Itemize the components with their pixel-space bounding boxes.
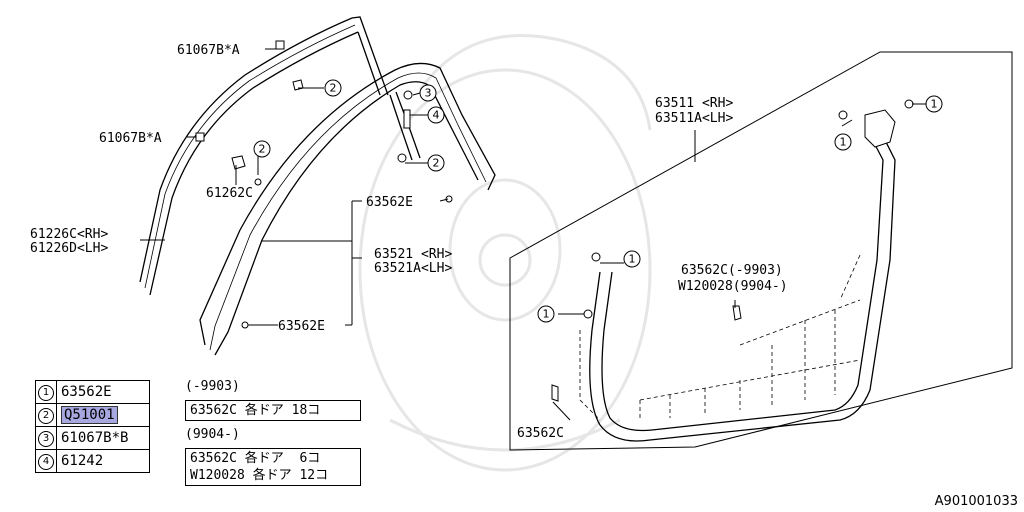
label-61262c: 61262C bbox=[206, 186, 253, 201]
callout-1-a: 1 bbox=[834, 133, 852, 151]
callout-4: 4 bbox=[427, 106, 445, 124]
legend-code: 63562E bbox=[61, 384, 112, 400]
label-61226d: 61226D<LH> bbox=[30, 241, 108, 256]
callout-1-d: 1 bbox=[537, 305, 555, 323]
svg-text:2: 2 bbox=[433, 157, 440, 170]
label-63562c-right: 63562C(-9903) bbox=[681, 263, 783, 278]
leader-lines bbox=[140, 48, 926, 421]
legend-num: 3 bbox=[38, 431, 54, 447]
qty-amount: 各ドア 12コ bbox=[252, 468, 329, 483]
label-63511a: 63511A<LH> bbox=[655, 111, 733, 126]
svg-text:2: 2 bbox=[330, 82, 337, 95]
legend-num: 2 bbox=[38, 408, 54, 424]
label-63562c-bottom: 63562C bbox=[517, 426, 564, 441]
qty-amount: 各ドア 18コ bbox=[244, 403, 321, 418]
svg-text:3: 3 bbox=[425, 87, 432, 100]
door-weatherstrip-63511 bbox=[551, 99, 914, 442]
legend-num: 4 bbox=[38, 454, 54, 470]
label-63562e-bottom: 63562E bbox=[278, 319, 325, 334]
svg-text:1: 1 bbox=[840, 136, 847, 149]
door-frame-weatherstrip-63521 bbox=[199, 62, 496, 356]
legend-row: 4 61242 bbox=[35, 449, 150, 473]
qty-part: 63562C bbox=[190, 451, 237, 466]
door-outline-box bbox=[509, 51, 1013, 451]
callout-1-c: 1 bbox=[623, 250, 641, 268]
watermark-emblem bbox=[358, 34, 652, 472]
svg-text:2: 2 bbox=[259, 143, 266, 156]
svg-text:4: 4 bbox=[433, 109, 440, 122]
label-61067b-a-mid: 61067B*A bbox=[99, 131, 162, 146]
label-61067b-a-top: 61067B*A bbox=[177, 43, 240, 58]
svg-text:1: 1 bbox=[543, 308, 550, 321]
qty-box-9904: 63562C 各ドア 6コ W120028 各ドア 12コ bbox=[185, 448, 361, 486]
svg-text:1: 1 bbox=[931, 98, 938, 111]
label-w120028: W120028(9904-) bbox=[678, 279, 788, 294]
qty-amount: 各ドア 6コ bbox=[244, 451, 321, 466]
qty-box-9903: 63562C 各ドア 18コ bbox=[185, 400, 361, 421]
parts-legend-table: 1 63562E 2 Q51001 3 61067B*B 4 61242 bbox=[35, 380, 150, 473]
legend-code: 61067B*B bbox=[61, 430, 129, 446]
callout-1-b: 1 bbox=[925, 95, 943, 113]
qty-heading-9904: (9904-) bbox=[185, 427, 240, 442]
label-63521: 63521 <RH> bbox=[374, 247, 452, 262]
callout-3: 3 bbox=[419, 84, 437, 102]
roof-weatherstrip-61226 bbox=[139, 16, 389, 296]
qty-part: W120028 bbox=[190, 468, 245, 483]
qty-heading-9903: (-9903) bbox=[185, 379, 240, 394]
label-63562e-top: 63562E bbox=[366, 195, 413, 210]
legend-row: 3 61067B*B bbox=[35, 426, 150, 450]
callout-2-c: 2 bbox=[427, 154, 445, 172]
fastener-clips bbox=[195, 40, 453, 329]
legend-num: 1 bbox=[38, 385, 54, 401]
diagram-reference-code: A901001033 bbox=[934, 494, 1018, 509]
svg-text:1: 1 bbox=[629, 253, 636, 266]
legend-code-link[interactable]: Q51001 bbox=[61, 406, 118, 424]
label-63521a: 63521A<LH> bbox=[374, 261, 452, 276]
legend-row: 1 63562E bbox=[35, 380, 150, 404]
callout-2-b: 2 bbox=[253, 140, 271, 158]
qty-part: 63562C bbox=[190, 403, 237, 418]
callout-2-a: 2 bbox=[324, 79, 342, 97]
label-63511: 63511 <RH> bbox=[655, 96, 733, 111]
legend-code: 61242 bbox=[61, 453, 104, 469]
legend-row: 2 Q51001 bbox=[35, 403, 150, 427]
label-61226c: 61226C<RH> bbox=[30, 227, 108, 242]
